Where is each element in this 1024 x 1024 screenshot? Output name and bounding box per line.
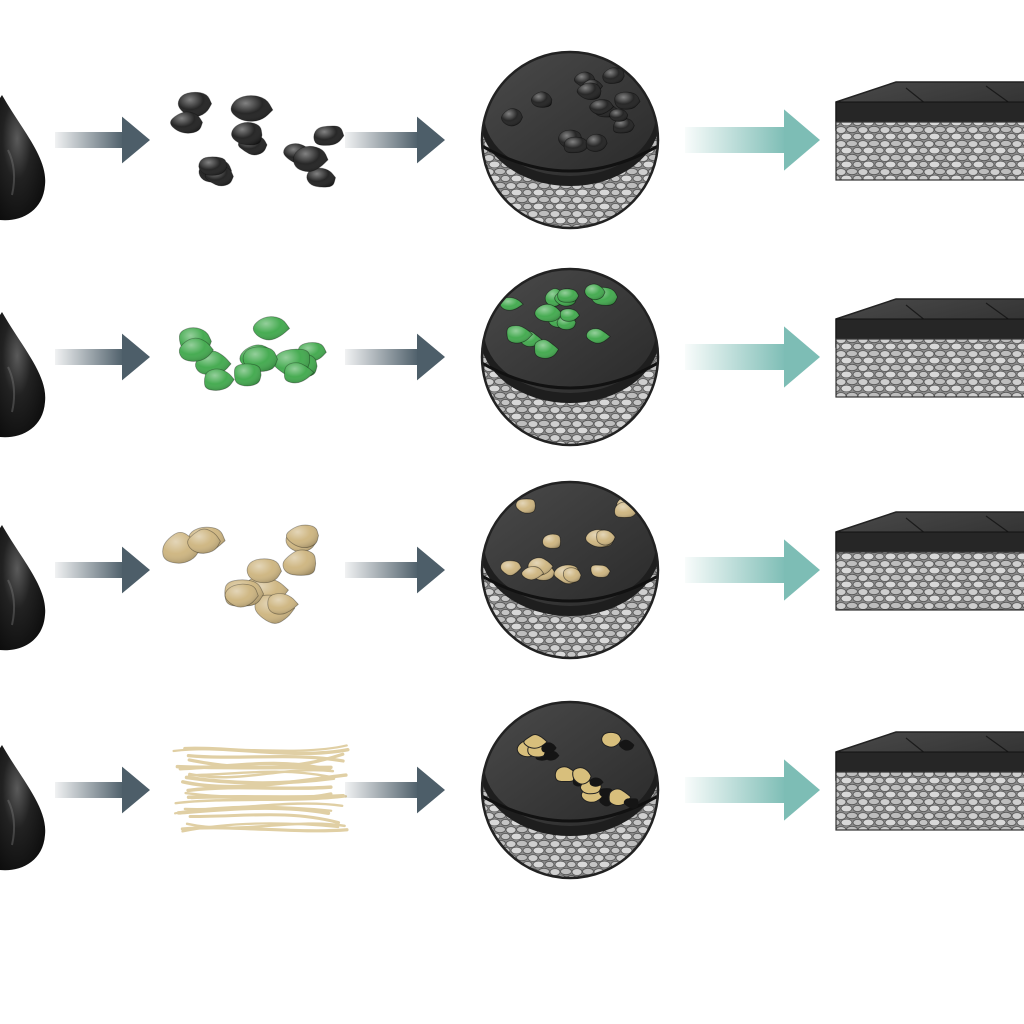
small-arrow-icon: [55, 116, 150, 164]
asphalt-layer: [835, 318, 1024, 340]
small-arrow-icon: [345, 333, 445, 381]
modifier-pellets-icon: [170, 91, 345, 188]
asphalt-layer: [835, 101, 1024, 123]
large-arrow-icon: [685, 539, 820, 601]
fiber: [188, 813, 341, 825]
aggregate-base: [835, 551, 1024, 611]
process-row-4: [0, 700, 1024, 880]
asphalt-layer: [835, 751, 1024, 773]
pavement-slab-icon: [835, 81, 1024, 181]
large-arrow-icon: [685, 109, 820, 171]
mixture-core-icon: [480, 267, 660, 447]
process-row-2: [0, 267, 1024, 447]
process-row-1: [0, 50, 1024, 230]
fiber: [180, 773, 348, 789]
pavement-slab-icon: [835, 298, 1024, 398]
process-row-3: [0, 480, 1024, 660]
mixture-core-icon: [480, 50, 660, 230]
binder-drop-icon: [0, 312, 46, 438]
small-arrow-icon: [345, 546, 445, 594]
fiber: [174, 805, 333, 815]
fiber: [186, 785, 333, 793]
fiber: [187, 770, 331, 778]
fiber-bundle-icon: [172, 744, 350, 833]
fiber: [188, 768, 335, 779]
asphalt-layer: [835, 531, 1024, 553]
aggregate-base: [835, 338, 1024, 398]
binder-drop-icon: [0, 95, 46, 221]
fiber: [172, 744, 348, 753]
pellet: [572, 767, 592, 785]
small-arrow-icon: [55, 546, 150, 594]
modifier-pellets-icon: [162, 524, 319, 624]
pavement-slab-icon: [835, 511, 1024, 611]
fiber: [181, 822, 340, 833]
small-arrow-icon: [345, 766, 445, 814]
modifier-pellets-icon: [178, 316, 327, 391]
mixture-core-icon: [480, 480, 660, 660]
small-arrow-icon: [55, 333, 150, 381]
large-arrow-icon: [685, 759, 820, 821]
fiber: [176, 806, 331, 815]
mixture-core-icon: [480, 700, 660, 880]
binder-drop-icon: [0, 525, 46, 651]
aggregate-base: [835, 771, 1024, 831]
large-arrow-icon: [685, 326, 820, 388]
pellet: [601, 731, 622, 748]
small-arrow-icon: [55, 766, 150, 814]
aggregate-base: [835, 121, 1024, 181]
fiber: [174, 795, 348, 805]
small-arrow-icon: [345, 116, 445, 164]
fiber: [189, 794, 345, 800]
pavement-slab-icon: [835, 731, 1024, 831]
fiber: [178, 761, 332, 772]
binder-drop-icon: [0, 745, 46, 871]
